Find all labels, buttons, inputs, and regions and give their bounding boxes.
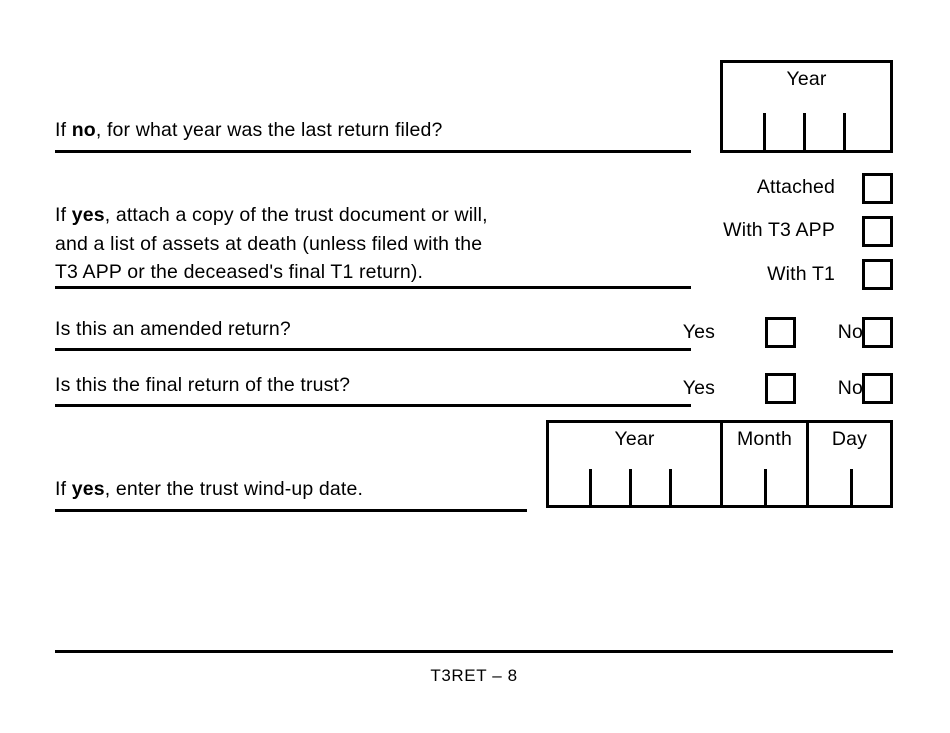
footer-rule [55,650,893,653]
question-attach-trust-document: If yes, attach a copy of the trust docum… [55,201,705,287]
attach-line1-prefix: If [55,204,72,226]
date-segment-day-label: Day [831,428,868,450]
date-month-tick-1 [764,469,767,505]
year-box-label: Year [786,68,827,90]
year-entry-box[interactable]: Year [720,60,893,153]
date-segment-month-label: Month [737,428,792,450]
attach-line1-suffix: , attach a copy of the trust document or… [104,204,488,226]
date-year-tick-1 [589,469,592,505]
question-wind-up-date: If yes, enter the trust wind-up date. [55,476,363,503]
checkbox-with-t3-app[interactable] [862,216,893,247]
date-year-tick-3 [669,469,672,505]
form-identifier: T3RET – 8 [430,666,518,685]
final-return-yes-label: Yes [682,377,715,399]
checkbox-final-return-no[interactable] [862,373,893,404]
date-segment-month[interactable]: Month [720,423,806,505]
date-segment-year-label: Year [614,428,655,450]
final-return-no-label: No [837,377,863,399]
year-box-tick-3 [843,113,846,150]
date-segment-day[interactable]: Day [806,423,890,505]
date-day-tick-1 [850,469,853,505]
question-last-return-year: If no, for what year was the last return… [55,117,442,144]
rule-under-last-return-year [55,150,691,153]
date-year-tick-2 [629,469,632,505]
year-box-tick-1 [763,113,766,150]
question-text-suffix: , for what year was the last return file… [95,119,443,141]
attachment-option-label-with-t1: With T1 [767,263,835,285]
windup-text-prefix: If [55,478,72,500]
year-box-tick-2 [803,113,806,150]
attach-line2: and a list of assets at death (unless fi… [55,232,483,255]
question-amended-return: Is this an amended return? [55,318,291,340]
windup-text-emphasis: yes [71,478,105,500]
checkbox-with-t1[interactable] [862,259,893,290]
windup-text-suffix: , enter the trust wind-up date. [104,478,364,500]
date-segment-year[interactable]: Year [549,423,720,505]
checkbox-attached[interactable] [862,173,893,204]
rule-under-amended-return [55,348,691,351]
rule-under-final-return [55,404,691,407]
amended-return-yes-label: Yes [682,321,715,343]
checkbox-amended-return-yes[interactable] [765,317,796,348]
attach-line1-emphasis: yes [71,204,105,226]
checkbox-final-return-yes[interactable] [765,373,796,404]
amended-return-no-label: No [837,321,863,343]
checkbox-amended-return-no[interactable] [862,317,893,348]
question-final-return: Is this the final return of the trust? [55,374,351,396]
question-text-emphasis: no [71,119,96,141]
rule-under-attach-trust-document [55,286,691,289]
attachment-option-label-attached: Attached [756,176,835,198]
attach-line3: T3 APP or the deceased's final T1 return… [55,261,424,283]
rule-under-wind-up-date [55,509,527,512]
question-text-prefix: If [55,119,72,141]
attachment-option-label-with-t3-app: With T3 APP [723,219,835,241]
wind-up-date-entry-box[interactable]: Year Month Day [546,420,893,508]
